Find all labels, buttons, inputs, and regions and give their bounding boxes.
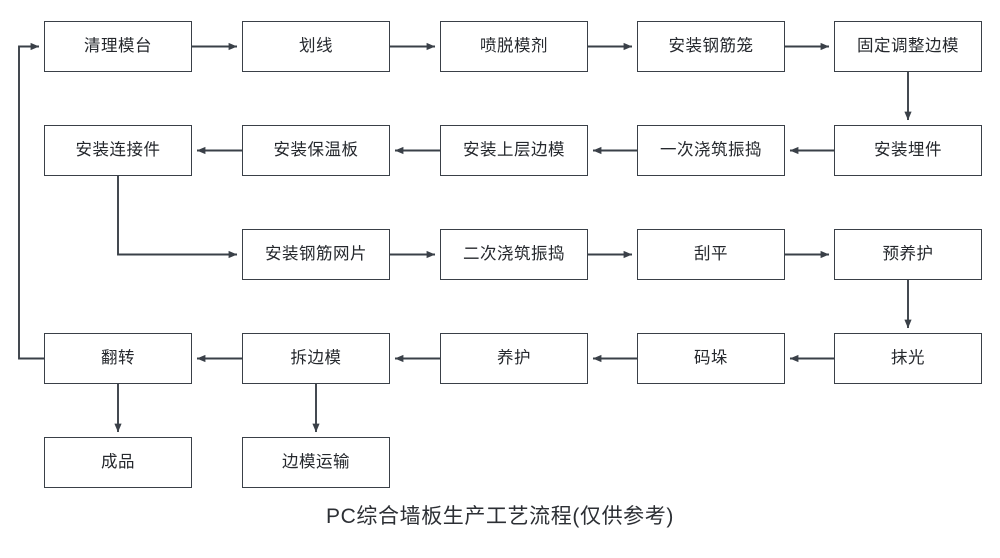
node-label: 养护 — [497, 349, 531, 368]
node-chengpin[interactable]: 成品 — [44, 437, 192, 488]
node-chaibianmo[interactable]: 拆边模 — [242, 333, 390, 384]
node-label: 一次浇筑振捣 — [660, 141, 762, 160]
node-ercijiaozhuzhendao[interactable]: 二次浇筑振捣 — [440, 229, 588, 280]
node-gudingtiaozhengbianmo[interactable]: 固定调整边模 — [834, 21, 982, 72]
node-anzhuangbaowenban[interactable]: 安装保温板 — [242, 125, 390, 176]
node-anzhuangshangcengbianmo[interactable]: 安装上层边模 — [440, 125, 588, 176]
node-label: 二次浇筑振捣 — [463, 245, 565, 264]
node-label: 预养护 — [882, 245, 934, 264]
node-label: 固定调整边模 — [857, 37, 959, 56]
node-label: 安装连接件 — [75, 141, 161, 160]
edge-n10-n11 — [117, 176, 238, 259]
node-label: 划线 — [299, 37, 333, 56]
node-huaxian[interactable]: 划线 — [242, 21, 390, 72]
diagram-title: PC综合墙板生产工艺流程(仅供参考) — [326, 505, 674, 528]
node-anzhuanggangjinwangpian[interactable]: 安装钢筋网片 — [242, 229, 390, 280]
node-anzhuanglianjiejian[interactable]: 安装连接件 — [44, 125, 192, 176]
node-label: 安装保温板 — [273, 141, 359, 160]
node-yuyanghu[interactable]: 预养护 — [834, 229, 982, 280]
node-anzhuangmaijian[interactable]: 安装埋件 — [834, 125, 982, 176]
node-qinglimotai[interactable]: 清理模台 — [44, 21, 192, 72]
node-guaping[interactable]: 刮平 — [637, 229, 785, 280]
node-label: 翻转 — [101, 349, 135, 368]
node-label: 安装上层边模 — [463, 141, 565, 160]
node-bianmoyunshu[interactable]: 边模运输 — [242, 437, 390, 488]
node-yicijiaozhuzhendao[interactable]: 一次浇筑振捣 — [637, 125, 785, 176]
node-maduo[interactable]: 码垛 — [637, 333, 785, 384]
node-label: 抹光 — [891, 349, 925, 368]
node-label: 拆边模 — [290, 349, 342, 368]
node-moguang[interactable]: 抹光 — [834, 333, 982, 384]
node-fanzhuan[interactable]: 翻转 — [44, 333, 192, 384]
edge-n19-n1-feedback — [18, 42, 44, 360]
node-label: 刮平 — [694, 245, 728, 264]
node-label: 安装埋件 — [874, 141, 942, 160]
node-label: 成品 — [101, 453, 135, 472]
node-pentuomoji[interactable]: 喷脱模剂 — [440, 21, 588, 72]
node-yanghu[interactable]: 养护 — [440, 333, 588, 384]
node-label: 码垛 — [694, 349, 728, 368]
node-label: 边模运输 — [282, 453, 350, 472]
node-label: 安装钢筋笼 — [668, 37, 754, 56]
node-label: 清理模台 — [84, 37, 152, 56]
node-anzhuanggangjinlong[interactable]: 安装钢筋笼 — [637, 21, 785, 72]
node-label: 安装钢筋网片 — [265, 245, 367, 264]
node-label: 喷脱模剂 — [480, 37, 548, 56]
